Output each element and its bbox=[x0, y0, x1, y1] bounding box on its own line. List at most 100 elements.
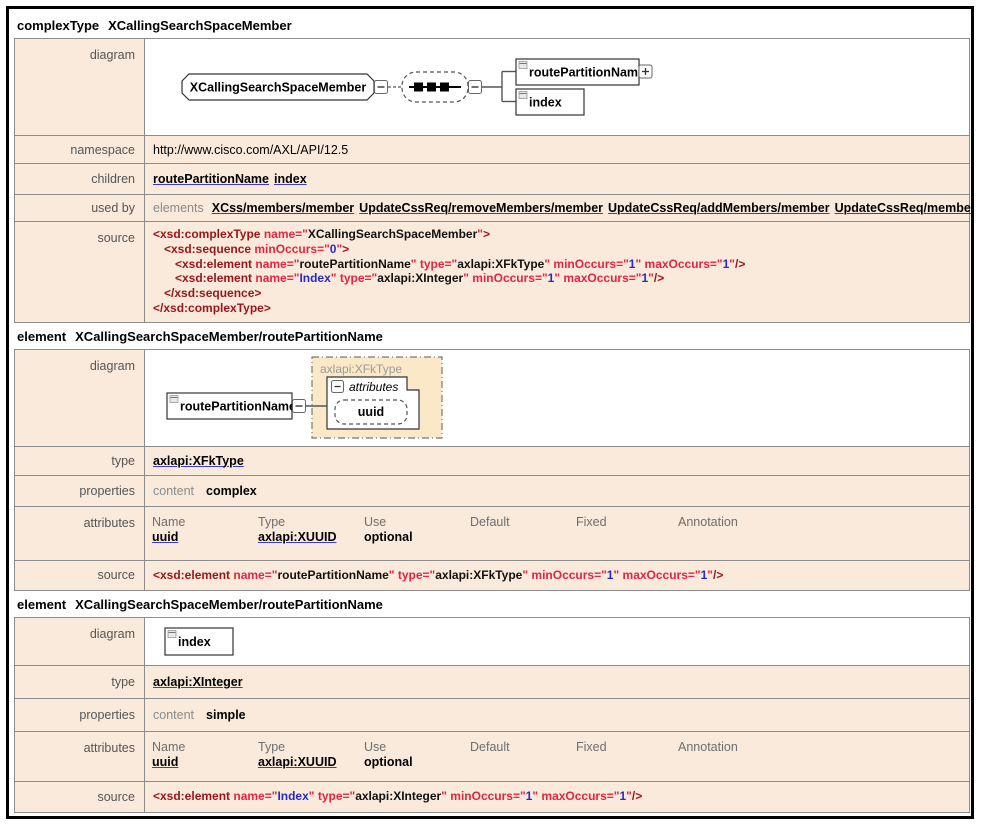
attr-annotation-value bbox=[678, 530, 969, 544]
type-row: type axlapi:XInteger bbox=[15, 664, 969, 698]
attr-header-use: Use bbox=[364, 514, 387, 529]
attr-fixed-value bbox=[576, 530, 678, 544]
attr-header-type: Type bbox=[258, 514, 286, 529]
attr-default-value bbox=[470, 530, 576, 544]
row-label-source: source bbox=[15, 222, 145, 322]
row-label-properties: properties bbox=[15, 475, 145, 506]
children-links: routePartitionName index bbox=[145, 164, 969, 194]
attr-header-name: Name bbox=[152, 514, 186, 529]
property-key: content bbox=[153, 483, 195, 498]
properties-row: properties content simple bbox=[15, 697, 969, 731]
type-link[interactable]: axlapi:XFkType bbox=[153, 453, 244, 468]
type-row: type axlapi:XFkType bbox=[15, 445, 969, 475]
attr-header-fixed: Fixed bbox=[576, 739, 607, 754]
diagram-canvas: index bbox=[145, 617, 969, 665]
attr-use-value: optional bbox=[364, 529, 413, 544]
row-label-attributes: attributes bbox=[15, 731, 145, 781]
link-updatecssreq-removemembers-member[interactable]: UpdateCssReq/removeMembers/member bbox=[359, 201, 604, 215]
element-diagram: index bbox=[164, 627, 234, 656]
section-name: XCallingSearchSpaceMember/routePartition… bbox=[75, 596, 383, 612]
row-label-namespace: namespace bbox=[15, 136, 145, 163]
attr-default-value bbox=[470, 755, 576, 769]
section-kind: complexType bbox=[17, 18, 100, 33]
element-table: diagram axlapi:XFkType attributes uuid bbox=[14, 348, 970, 591]
row-label-diagram: diagram bbox=[15, 349, 145, 446]
element-icon bbox=[169, 394, 179, 403]
attr-header-default: Default bbox=[470, 739, 510, 754]
attributes-row: attributes Name Type Use Default Fixed A… bbox=[15, 505, 969, 560]
section-kind: element bbox=[17, 328, 67, 344]
element-icon bbox=[518, 91, 528, 99]
source-row: source <xsd:element name="routePartition… bbox=[15, 559, 969, 590]
element-node-label: routePartitionName bbox=[529, 66, 645, 80]
attr-header-default: Default bbox=[470, 514, 510, 529]
attr-type-link[interactable]: axlapi:XUUID bbox=[258, 529, 337, 544]
diagram-canvas: XCallingSearchSpaceMember bbox=[145, 39, 969, 135]
source-row: source <xsd:complexType name="XCallingSe… bbox=[15, 221, 969, 322]
attributes-table: Name Type Use Default Fixed Annotation u… bbox=[145, 732, 969, 777]
complextype-node bbox=[181, 73, 375, 101]
property-key: content bbox=[153, 707, 195, 722]
section-element-index: element XCallingSearchSpaceMember/routePa… bbox=[13, 597, 970, 813]
diagram-row: diagram index bbox=[15, 617, 969, 665]
attribute-node-uuid bbox=[334, 399, 408, 425]
attr-use-value: optional bbox=[364, 754, 413, 769]
attr-header-name: Name bbox=[152, 739, 186, 754]
namespace-value: http://www.cisco.com/AXL/API/12.5 bbox=[145, 136, 969, 163]
attr-header-type: Type bbox=[258, 739, 286, 754]
element-diagram: axlapi:XFkType attributes uuid bbox=[166, 356, 443, 439]
element-icon bbox=[167, 629, 177, 638]
attr-annotation-value bbox=[678, 755, 969, 769]
attr-name-link[interactable]: uuid bbox=[152, 529, 179, 544]
row-label-source: source bbox=[15, 781, 145, 812]
attr-header-fixed: Fixed bbox=[576, 514, 607, 529]
section-kind: element bbox=[17, 596, 67, 612]
link-xcss-members-member[interactable]: XCss/members/member bbox=[211, 201, 355, 215]
link-updatecssreq-addmembers-member[interactable]: UpdateCssReq/addMembers/member bbox=[608, 201, 830, 215]
element-node-label: index bbox=[178, 635, 211, 649]
attr-type-link[interactable]: axlapi:XUUID bbox=[258, 754, 337, 769]
row-label-children: children bbox=[15, 164, 145, 194]
attributes-row: attributes Name Type Use Default Fixed A… bbox=[15, 730, 969, 781]
properties-row: properties content complex bbox=[15, 474, 969, 506]
row-label-type: type bbox=[15, 446, 145, 475]
property-value: complex bbox=[206, 483, 257, 498]
complextype-node-label: XCallingSearchSpaceMember bbox=[190, 81, 367, 95]
link-index[interactable]: index bbox=[274, 172, 307, 186]
row-label-type: type bbox=[15, 665, 145, 698]
row-label-attributes: attributes bbox=[15, 506, 145, 560]
diagram-row: diagram axlapi:XFkType attributes uuid bbox=[15, 349, 969, 446]
section-title: element XCallingSearchSpaceMember/routePa… bbox=[17, 597, 967, 612]
complextype-diagram: XCallingSearchSpaceMember bbox=[181, 58, 653, 116]
element-table: diagram index type axlapi:XInteger bbox=[14, 616, 970, 813]
source-row: source <xsd:element name="Index" type="a… bbox=[15, 780, 969, 812]
link-routepartitionname[interactable]: routePartitionName bbox=[153, 172, 269, 186]
attributes-label: attributes bbox=[349, 380, 398, 394]
link-updatecssreq-members-member[interactable]: UpdateCssReq/members/member bbox=[834, 201, 971, 215]
attr-header-use: Use bbox=[364, 739, 387, 754]
source-code: <xsd:complexType name="XCallingSearchSpa… bbox=[145, 222, 969, 322]
used-by-links: XCss/members/member UpdateCssReq/removeMe… bbox=[211, 201, 971, 215]
property-value: simple bbox=[206, 707, 246, 722]
diagram-canvas: axlapi:XFkType attributes uuid bbox=[145, 349, 969, 446]
attribute-node-label: uuid bbox=[358, 405, 384, 419]
row-label-properties: properties bbox=[15, 698, 145, 731]
element-node-label: routePartitionName bbox=[180, 399, 296, 413]
section-title: element XCallingSearchSpaceMember/routePa… bbox=[17, 329, 967, 344]
element-icon bbox=[518, 61, 528, 69]
section-element-routepartitionname: element XCallingSearchSpaceMember/routePa… bbox=[13, 329, 970, 591]
namespace-row: namespace http://www.cisco.com/AXL/API/1… bbox=[15, 135, 969, 163]
type-link[interactable]: axlapi:XInteger bbox=[153, 674, 243, 689]
row-label-used-by: used by bbox=[15, 195, 145, 221]
diagram-row: diagram XCallingSearchSpaceMember bbox=[15, 39, 969, 135]
attr-name-link[interactable]: uuid bbox=[152, 754, 179, 769]
row-label-diagram: diagram bbox=[15, 39, 145, 135]
row-label-diagram: diagram bbox=[15, 617, 145, 665]
attr-header-annotation: Annotation bbox=[678, 514, 738, 529]
section-name: XCallingSearchSpaceMember/routePartition… bbox=[75, 328, 383, 344]
